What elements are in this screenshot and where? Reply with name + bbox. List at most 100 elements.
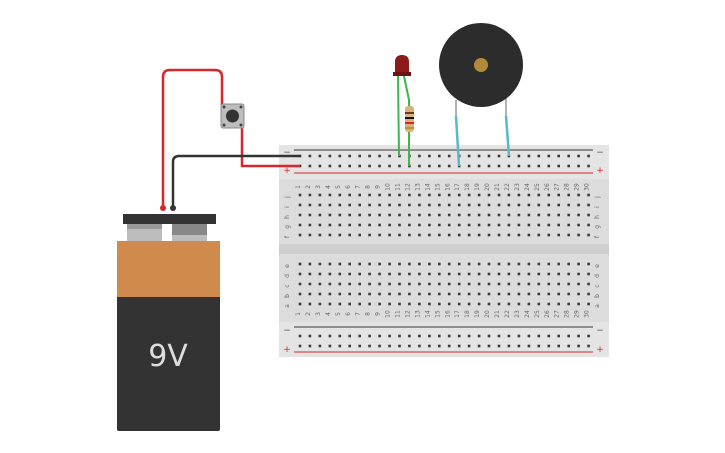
terminal-hole[interactable] — [527, 302, 531, 306]
terminal-hole[interactable] — [388, 262, 391, 266]
terminal-hole[interactable] — [428, 223, 431, 227]
terminal-hole[interactable] — [318, 292, 322, 296]
rail-hole[interactable] — [587, 344, 590, 348]
terminal-hole[interactable] — [428, 203, 431, 207]
terminal-hole[interactable] — [457, 282, 461, 286]
terminal-hole[interactable] — [557, 302, 560, 306]
terminal-hole[interactable] — [428, 292, 431, 296]
rail-hole[interactable] — [328, 164, 332, 168]
terminal-hole[interactable] — [298, 193, 302, 197]
terminal-hole[interactable] — [338, 213, 342, 217]
terminal-hole[interactable] — [418, 292, 421, 296]
terminal-hole[interactable] — [457, 233, 461, 237]
terminal-hole[interactable] — [557, 282, 560, 286]
rail-hole[interactable] — [318, 334, 322, 338]
rail-hole[interactable] — [408, 334, 411, 338]
rail-hole[interactable] — [358, 344, 361, 348]
terminal-hole[interactable] — [567, 203, 570, 207]
terminal-hole[interactable] — [527, 223, 531, 227]
rail-hole[interactable] — [328, 154, 332, 158]
rail-hole[interactable] — [388, 344, 391, 348]
terminal-hole[interactable] — [497, 262, 501, 266]
terminal-hole[interactable] — [457, 272, 461, 276]
terminal-hole[interactable] — [587, 272, 590, 276]
terminal-hole[interactable] — [487, 272, 491, 276]
rail-hole[interactable] — [467, 344, 471, 348]
terminal-hole[interactable] — [487, 282, 491, 286]
terminal-hole[interactable] — [308, 302, 312, 306]
terminal-hole[interactable] — [517, 302, 521, 306]
rail-hole[interactable] — [507, 334, 511, 338]
terminal-hole[interactable] — [537, 193, 541, 197]
rail-hole[interactable] — [517, 344, 521, 348]
rail-hole[interactable] — [517, 334, 521, 338]
terminal-hole[interactable] — [368, 272, 371, 276]
terminal-hole[interactable] — [477, 302, 481, 306]
rail-hole[interactable] — [388, 164, 391, 168]
rail-hole[interactable] — [438, 334, 441, 338]
rail-hole[interactable] — [368, 344, 371, 348]
terminal-hole[interactable] — [398, 292, 401, 296]
terminal-hole[interactable] — [547, 302, 551, 306]
terminal-hole[interactable] — [318, 272, 322, 276]
rail-hole[interactable] — [547, 344, 551, 348]
terminal-hole[interactable] — [447, 193, 451, 197]
terminal-hole[interactable] — [557, 292, 560, 296]
terminal-hole[interactable] — [308, 282, 312, 286]
terminal-hole[interactable] — [517, 193, 521, 197]
terminal-hole[interactable] — [447, 233, 451, 237]
terminal-hole[interactable] — [408, 302, 411, 306]
terminal-hole[interactable] — [328, 233, 332, 237]
terminal-hole[interactable] — [418, 203, 421, 207]
terminal-hole[interactable] — [447, 203, 451, 207]
terminal-hole[interactable] — [438, 292, 441, 296]
terminal-hole[interactable] — [497, 272, 501, 276]
resistor[interactable] — [405, 106, 414, 132]
rail-hole[interactable] — [557, 164, 560, 168]
terminal-hole[interactable] — [527, 272, 531, 276]
rail-hole[interactable] — [537, 154, 541, 158]
terminal-hole[interactable] — [587, 233, 590, 237]
rail-hole[interactable] — [338, 344, 342, 348]
rail-hole[interactable] — [348, 154, 351, 158]
terminal-hole[interactable] — [338, 282, 342, 286]
terminal-hole[interactable] — [577, 262, 580, 266]
terminal-hole[interactable] — [587, 302, 590, 306]
terminal-hole[interactable] — [368, 223, 371, 227]
rail-hole[interactable] — [318, 154, 322, 158]
rail-hole[interactable] — [487, 334, 491, 338]
terminal-hole[interactable] — [517, 292, 521, 296]
terminal-hole[interactable] — [298, 282, 302, 286]
rail-hole[interactable] — [477, 344, 481, 348]
terminal-hole[interactable] — [388, 282, 391, 286]
terminal-hole[interactable] — [438, 272, 441, 276]
terminal-hole[interactable] — [358, 292, 361, 296]
rail-hole[interactable] — [378, 344, 381, 348]
terminal-hole[interactable] — [378, 213, 381, 217]
terminal-hole[interactable] — [487, 203, 491, 207]
terminal-hole[interactable] — [527, 193, 531, 197]
rail-hole[interactable] — [388, 334, 391, 338]
terminal-hole[interactable] — [497, 223, 501, 227]
rail-hole[interactable] — [487, 154, 491, 158]
rail-hole[interactable] — [338, 334, 342, 338]
terminal-hole[interactable] — [537, 213, 541, 217]
terminal-hole[interactable] — [328, 193, 332, 197]
terminal-hole[interactable] — [457, 213, 461, 217]
terminal-hole[interactable] — [537, 272, 541, 276]
terminal-hole[interactable] — [338, 292, 342, 296]
rail-hole[interactable] — [467, 334, 471, 338]
terminal-hole[interactable] — [487, 233, 491, 237]
terminal-hole[interactable] — [547, 223, 551, 227]
terminal-hole[interactable] — [507, 272, 511, 276]
rail-hole[interactable] — [527, 334, 531, 338]
terminal-hole[interactable] — [368, 213, 371, 217]
terminal-hole[interactable] — [517, 262, 521, 266]
terminal-hole[interactable] — [507, 302, 511, 306]
terminal-hole[interactable] — [527, 282, 531, 286]
rail-hole[interactable] — [358, 334, 361, 338]
terminal-hole[interactable] — [388, 302, 391, 306]
terminal-hole[interactable] — [497, 292, 501, 296]
terminal-hole[interactable] — [418, 282, 421, 286]
terminal-hole[interactable] — [567, 213, 570, 217]
